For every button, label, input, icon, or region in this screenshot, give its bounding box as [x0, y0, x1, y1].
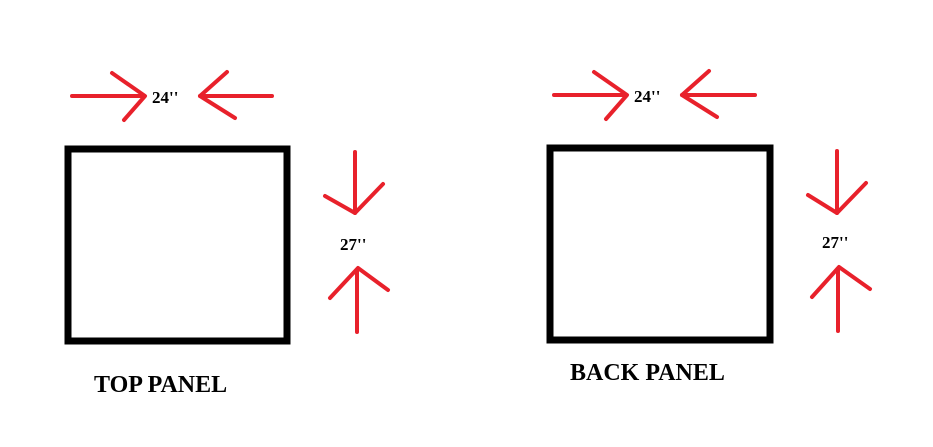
top-panel-group: 24'' 27'' TOP PANEL [64, 70, 390, 398]
top-panel-width-arrow-right [198, 70, 274, 120]
top-panel-title: TOP PANEL [94, 372, 227, 398]
top-panel-height-arrow-bottom [328, 266, 390, 334]
back-panel-width-arrow-left [552, 70, 629, 121]
back-panel-group: 24'' 27'' BACK PANEL [546, 69, 872, 386]
back-panel-box [546, 144, 774, 344]
back-panel-height-label: 27'' [822, 233, 848, 252]
back-panel-height-arrow-top [806, 149, 868, 215]
top-panel-width-arrow-left [70, 71, 147, 122]
back-panel-width-label: 24'' [634, 87, 660, 106]
back-panel-title: BACK PANEL [570, 360, 725, 386]
top-panel-box [64, 145, 291, 345]
top-panel-height-arrow-top [323, 150, 385, 215]
top-panel-height-label: 27'' [340, 235, 366, 254]
top-panel-width-label: 24'' [152, 88, 178, 107]
back-panel-height-arrow-bottom [810, 265, 872, 333]
back-panel-width-arrow-right [680, 69, 757, 119]
